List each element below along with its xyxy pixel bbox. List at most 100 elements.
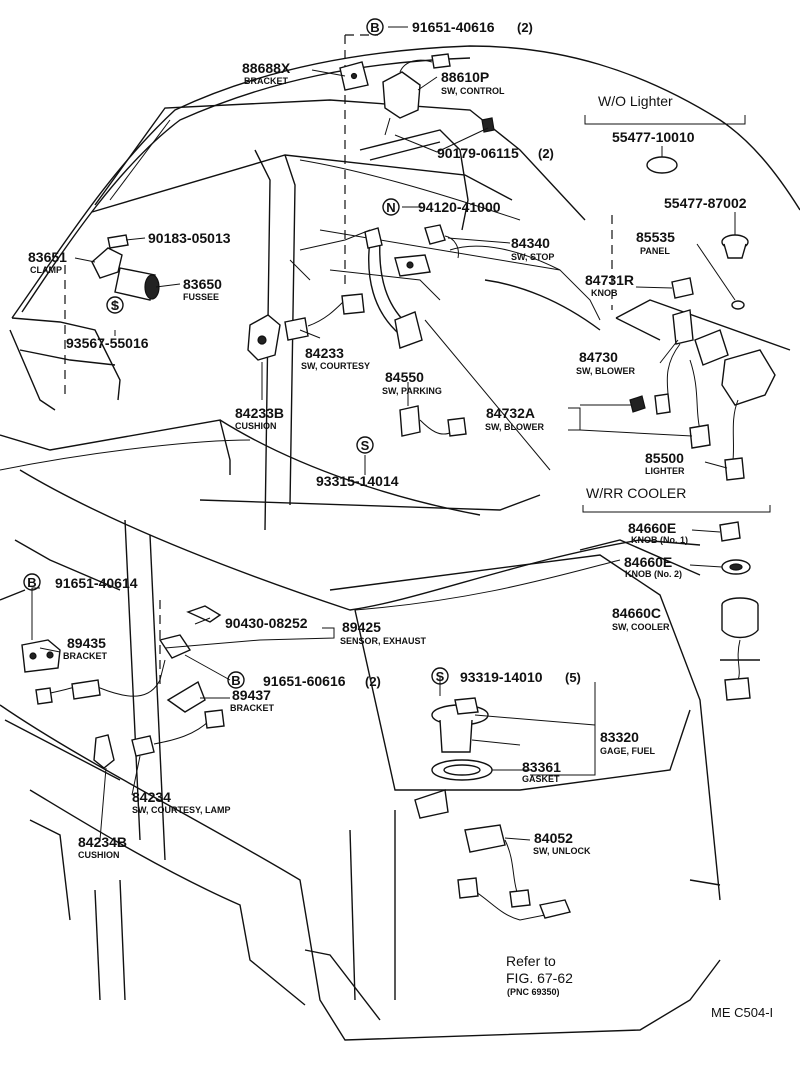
svg-text:LIGHTER: LIGHTER [645, 466, 685, 476]
svg-text:94120-41000: 94120-41000 [418, 199, 501, 215]
part-courtesy-lamp-switch-84234 [131, 709, 225, 757]
svg-text:B: B [231, 673, 240, 688]
callout-85535: 85535 PANEL [636, 229, 675, 256]
svg-text:93315-14014: 93315-14014 [316, 473, 399, 489]
callout-55477-10010: 55477-10010 [612, 129, 695, 145]
callout-83650: 83650 FUSSEE [183, 276, 222, 302]
callout-94120-41000: N 94120-41000 [382, 198, 501, 216]
part-control-switch-88610p [382, 53, 451, 136]
svg-text:SW, COOLER: SW, COOLER [612, 622, 670, 632]
svg-text:84233B: 84233B [235, 405, 284, 421]
svg-text:GASKET: GASKET [522, 774, 560, 784]
reference-line-1: Refer to [506, 953, 556, 969]
part-knob-84731r [671, 277, 694, 299]
callout-93319-14010: S 93319-14010 (5) [431, 667, 581, 685]
svg-text:85535: 85535 [636, 229, 675, 245]
callout-88688x: 88688X BRACKET [242, 60, 291, 86]
svg-text:SW, COURTESY, LAMP: SW, COURTESY, LAMP [132, 805, 231, 815]
svg-text:SW, COURTESY: SW, COURTESY [301, 361, 370, 371]
svg-text:BRACKET: BRACKET [230, 703, 275, 713]
svg-text:89435: 89435 [67, 635, 106, 651]
svg-text:84052: 84052 [534, 830, 573, 846]
reference-note: Refer to FIG. 67-62 (PNC 69350) [506, 953, 573, 997]
svg-text:B: B [27, 575, 36, 590]
svg-text:CUSHION: CUSHION [235, 421, 277, 431]
callout-90179-06115: 90179-06115 (2) [437, 145, 554, 161]
svg-text:SW, CONTROL: SW, CONTROL [441, 86, 505, 96]
part-lighter-85500 [721, 349, 776, 481]
svg-text:88688X: 88688X [242, 60, 291, 76]
svg-text:83320: 83320 [600, 729, 639, 745]
svg-text:89425: 89425 [342, 619, 381, 635]
callout-84660e-2: 84660E KNOB (No. 2) [624, 554, 682, 579]
svg-text:GAGE, FUEL: GAGE, FUEL [600, 746, 656, 756]
svg-text:83650: 83650 [183, 276, 222, 292]
part-grommet-55477-87002 [721, 234, 749, 259]
svg-text:(2): (2) [517, 20, 533, 35]
part-clamp-83651 [91, 247, 123, 279]
callout-93567-55016: S 93567-55016 [66, 296, 149, 351]
callout-89425: 89425 SENSOR, EXHAUST [340, 619, 427, 646]
svg-text:BRACKET: BRACKET [244, 76, 289, 86]
svg-text:CUSHION: CUSHION [78, 850, 120, 860]
callout-88610p: 88610P SW, CONTROL [441, 69, 505, 96]
svg-text:83361: 83361 [522, 759, 561, 775]
svg-text:N: N [386, 200, 395, 215]
svg-text:FUSSEE: FUSSEE [183, 292, 219, 302]
part-bracket-89437 [166, 680, 206, 713]
part-cap-55477-10010 [646, 156, 678, 174]
svg-text:ME C504-I: ME C504-I [711, 1005, 773, 1020]
svg-text:55477-10010: 55477-10010 [612, 129, 695, 145]
svg-text:S: S [111, 298, 120, 313]
svg-text:KNOB: KNOB [591, 288, 618, 298]
callout-84550: 84550 SW, PARKING [382, 369, 442, 396]
callout-84731r: 84731R KNOB [585, 272, 634, 298]
part-bracket-88688x [339, 61, 369, 91]
svg-text:KNOB (No. 2): KNOB (No. 2) [625, 569, 682, 579]
callout-84233b: 84233B CUSHION [235, 405, 284, 431]
svg-text:84234: 84234 [132, 789, 171, 805]
svg-text:S: S [361, 438, 370, 453]
svg-text:90179-06115: 90179-06115 [437, 145, 519, 161]
callout-84732a: 84732A SW, BLOWER [485, 405, 544, 432]
callout-84660c: 84660C SW, COOLER [612, 605, 670, 632]
svg-text:(2): (2) [365, 674, 381, 689]
svg-text:B: B [370, 20, 379, 35]
part-gasket-83361 [431, 759, 493, 781]
callout-55477-87002: 55477-87002 [664, 195, 747, 211]
leader-lines [31, 26, 771, 841]
callout-84234b: 84234B CUSHION [78, 834, 127, 860]
part-bolt-90179 [481, 117, 495, 133]
part-cooler-switch-84660c [721, 597, 759, 701]
part-pedal-bracket [359, 129, 469, 349]
svg-text:KNOB (No. 1): KNOB (No. 1) [631, 535, 688, 545]
svg-text:SENSOR, EXHAUST: SENSOR, EXHAUST [340, 636, 427, 646]
svg-text:(5): (5) [565, 670, 581, 685]
callout-83651: 83651 CLAMP [28, 249, 67, 275]
callout-93315-14014: S 93315-14014 [316, 436, 399, 489]
svg-text:91651-60616: 91651-60616 [263, 673, 346, 689]
part-sensor-89425 [35, 605, 222, 705]
footer-code: ME C504-I [711, 1005, 773, 1020]
svg-text:SW, STOP: SW, STOP [511, 252, 554, 262]
reference-line-3: (PNC 69350) [507, 987, 560, 997]
svg-text:84732A: 84732A [486, 405, 535, 421]
callout-84660e-1: 84660E KNOB (No. 1) [628, 520, 688, 545]
svg-text:91651-40614: 91651-40614 [55, 575, 138, 591]
svg-text:SW, UNLOCK: SW, UNLOCK [533, 846, 591, 856]
svg-text:S: S [436, 669, 445, 684]
svg-text:91651-40616: 91651-40616 [412, 19, 495, 35]
reference-line-2: FIG. 67-62 [506, 970, 573, 986]
svg-text:84730: 84730 [579, 349, 618, 365]
part-cushion-84234b [93, 734, 115, 769]
part-blower-switch-84732a [629, 359, 711, 449]
part-courtesy-switch-84233 [284, 293, 365, 341]
svg-text:84660E: 84660E [628, 520, 676, 536]
svg-text:88610P: 88610P [441, 69, 489, 85]
part-gage-bracket [414, 789, 449, 819]
part-parking-switch-84550 [399, 405, 467, 437]
svg-text:93319-14010: 93319-14010 [460, 669, 543, 685]
callout-91651-40614: B 91651-40614 [23, 573, 138, 591]
part-fuel-gage-83320 [431, 697, 489, 753]
callout-91651-60616: B 91651-60616 (2) [227, 671, 381, 689]
